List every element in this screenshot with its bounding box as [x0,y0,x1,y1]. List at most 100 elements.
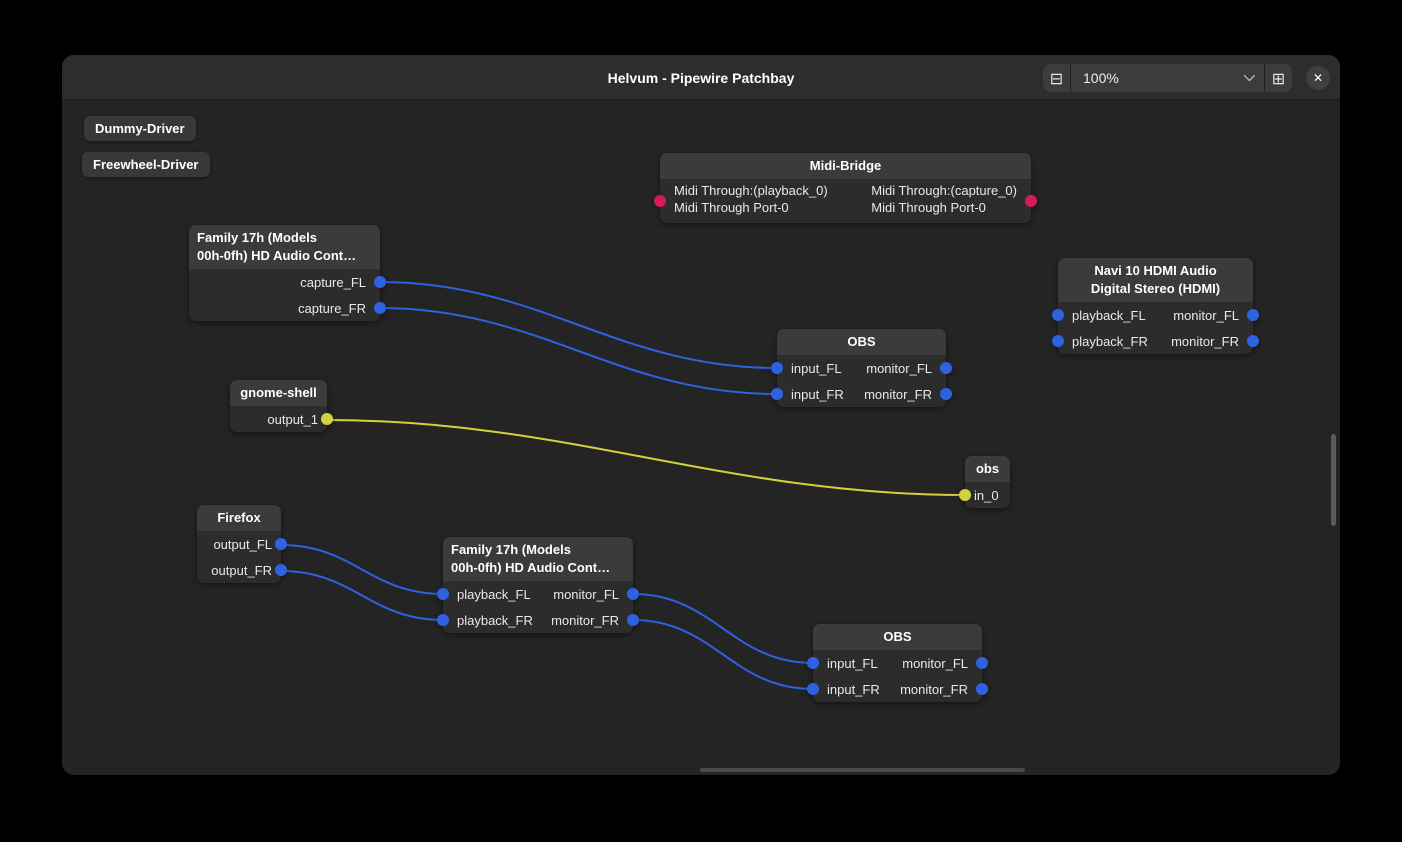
midi-output-port-dot[interactable] [1025,195,1037,207]
input-port-label: playback_FL [1072,307,1146,323]
node-obs-screen[interactable]: obs in_0 [959,456,1010,508]
node-obs-top[interactable]: OBS input_FL monitor_FL input_FR monitor… [771,329,952,407]
input-port-dot[interactable] [771,388,783,400]
port-label: Midi Through Port-0 [871,200,986,215]
port-row: in_0 [959,482,1010,508]
node-title: Dummy-Driver [95,121,185,136]
node-title-line1: Family 17h (Models [197,230,317,245]
node-gnome-shell[interactable]: gnome-shell output_1 [230,380,333,432]
output-port-dot[interactable] [1247,309,1259,321]
input-port-label: in_0 [974,487,999,503]
connection-wire[interactable] [280,570,444,621]
port-row: playback_FL monitor_FL [1052,302,1259,328]
connection-wire[interactable] [632,593,814,664]
output-port-dot[interactable] [976,657,988,669]
output-port-dot[interactable] [1247,335,1259,347]
output-port-label: monitor_FL [902,655,968,671]
port-row: playback_FR monitor_FR [1052,328,1259,354]
output-port-label: monitor_FR [900,681,968,697]
input-port-label: input_FL [827,655,878,671]
node-midi-bridge[interactable]: Midi-Bridge Midi Through:(playback_0) Mi… [654,153,1037,223]
output-port-dot[interactable] [940,388,952,400]
node-title[interactable]: OBS [813,624,982,650]
connection-wire[interactable] [280,544,444,595]
connection-wire[interactable] [632,619,814,690]
output-port-dot[interactable] [374,302,386,314]
midi-input-port: Midi Through:(playback_0) Midi Through P… [674,182,828,216]
output-port-dot[interactable] [321,413,333,425]
zoom-level-value: 100% [1083,70,1119,86]
node-title-line1: Family 17h (Models [451,542,571,557]
node-family17h-playback[interactable]: Family 17h (Models 00h-0fh) HD Audio Con… [437,537,639,633]
output-port-label: capture_FL [300,274,366,290]
output-port-label: output_FL [213,536,272,552]
input-port-label: playback_FR [1072,333,1148,349]
output-port-label: monitor_FL [553,586,619,602]
zoom-out-icon: ⊟ [1049,68,1064,88]
output-port-dot[interactable] [940,362,952,374]
output-port-label: monitor_FR [1171,333,1239,349]
input-port-label: input_FL [791,360,842,376]
horizontal-scrollbar[interactable] [700,768,1025,772]
port-label: Midi Through:(playback_0) [674,183,828,198]
input-port-dot[interactable] [437,614,449,626]
input-port-dot[interactable] [437,588,449,600]
zoom-in-button[interactable]: ⊞ [1265,64,1292,92]
node-title[interactable]: Firefox [197,505,281,531]
zoom-level-dropdown[interactable]: 100% [1071,64,1264,92]
close-button[interactable]: ✕ [1306,66,1330,90]
port-row: output_1 [230,406,333,432]
input-port-label: playback_FR [457,612,533,628]
input-port-dot[interactable] [1052,309,1064,321]
close-icon: ✕ [1312,71,1324,85]
output-port-label: capture_FR [298,300,366,316]
app-window: Helvum - Pipewire Patchbay ⊟ 100% ⊞ ✕ Du… [62,55,1340,775]
node-freewheel-driver[interactable]: Freewheel-Driver [82,152,210,177]
port-row: playback_FR monitor_FR [437,607,639,633]
output-port-dot[interactable] [627,614,639,626]
port-row: capture_FL [189,269,386,295]
connection-wire[interactable] [379,307,778,395]
node-dummy-driver[interactable]: Dummy-Driver [84,116,196,141]
node-title[interactable]: OBS [777,329,946,355]
port-row: output_FR [197,557,287,583]
output-port-label: output_FR [211,562,272,578]
node-obs-bottom[interactable]: OBS input_FL monitor_FL input_FR monitor… [807,624,988,702]
port-label: Midi Through Port-0 [674,200,789,215]
output-port-dot[interactable] [976,683,988,695]
node-family17h-capture[interactable]: Family 17h (Models 00h-0fh) HD Audio Con… [189,225,386,321]
input-port-label: input_FR [827,681,880,697]
titlebar[interactable]: Helvum - Pipewire Patchbay ⊟ 100% ⊞ ✕ [62,55,1340,100]
vertical-scrollbar[interactable] [1331,434,1336,526]
connection-wire[interactable] [379,281,778,369]
output-port-dot[interactable] [275,538,287,550]
node-navi10-hdmi[interactable]: Navi 10 HDMI Audio Digital Stereo (HDMI)… [1052,258,1259,354]
node-title[interactable]: Navi 10 HDMI Audio Digital Stereo (HDMI) [1058,258,1253,302]
input-port-dot[interactable] [1052,335,1064,347]
node-title: Freewheel-Driver [93,157,199,172]
midi-input-port-dot[interactable] [654,195,666,207]
port-row: input_FL monitor_FL [807,650,988,676]
node-title[interactable]: gnome-shell [230,380,327,406]
output-port-dot[interactable] [275,564,287,576]
zoom-out-button[interactable]: ⊟ [1043,64,1070,92]
node-title-line2: 00h-0fh) HD Audio Cont… [197,248,357,263]
node-title[interactable]: Midi-Bridge [660,153,1031,179]
node-title[interactable]: Family 17h (Models 00h-0fh) HD Audio Con… [189,225,380,269]
output-port-dot[interactable] [627,588,639,600]
input-port-dot[interactable] [807,683,819,695]
node-title[interactable]: Family 17h (Models 00h-0fh) HD Audio Con… [443,537,633,581]
input-port-dot[interactable] [807,657,819,669]
output-port-label: output_1 [267,411,318,427]
port-label: Midi Through:(capture_0) [871,183,1017,198]
node-title[interactable]: obs [965,456,1010,482]
node-firefox[interactable]: Firefox output_FL output_FR [197,505,287,583]
input-port-dot[interactable] [771,362,783,374]
input-port-dot[interactable] [959,489,971,501]
output-port-dot[interactable] [374,276,386,288]
midi-output-port: Midi Through:(capture_0) Midi Through Po… [871,182,1017,216]
zoom-in-icon: ⊞ [1271,68,1286,88]
chevron-down-icon [1243,69,1256,81]
connection-wire[interactable] [326,419,966,496]
output-port-label: monitor_FL [1173,307,1239,323]
